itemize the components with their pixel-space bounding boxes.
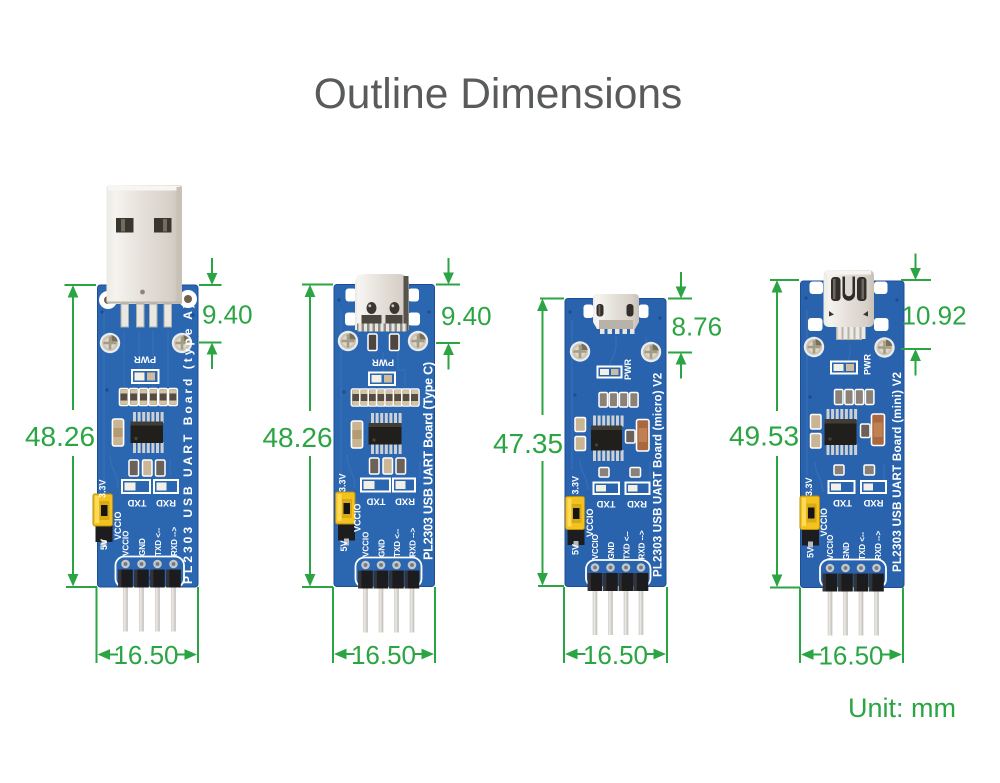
svg-text:VCCIO: VCCIO <box>362 532 371 557</box>
svg-text:RXD -->: RXD --> <box>874 531 883 560</box>
svg-text:Outline Dimensions: Outline Dimensions <box>314 71 683 118</box>
svg-text:RXD: RXD <box>156 497 176 508</box>
svg-text:16.50: 16.50 <box>113 640 178 670</box>
svg-text:3.3V: 3.3V <box>98 479 108 498</box>
svg-text:PWR: PWR <box>372 357 394 368</box>
svg-text:RXD: RXD <box>863 497 883 508</box>
svg-text:49.53: 49.53 <box>729 421 799 452</box>
svg-text:Unit: mm: Unit: mm <box>848 693 956 723</box>
svg-text:TXD: TXD <box>127 497 146 508</box>
svg-text:5V: 5V <box>571 544 581 555</box>
svg-text:16.50: 16.50 <box>351 640 416 670</box>
svg-text:5V: 5V <box>806 547 816 558</box>
svg-text:PL2303 USB UART Board (type A): PL2303 USB UART Board (type A) <box>181 301 195 584</box>
svg-text:PL2303 USB UART Board (micro): PL2303 USB UART Board (micro) V2 <box>653 373 665 578</box>
svg-text:RXD: RXD <box>627 498 647 509</box>
svg-text:VCCIO: VCCIO <box>826 535 835 560</box>
svg-text:PWR: PWR <box>134 354 156 365</box>
svg-text:VCCIO: VCCIO <box>585 508 595 537</box>
svg-text:16.50: 16.50 <box>818 641 883 671</box>
svg-text:PWR: PWR <box>863 354 873 375</box>
svg-text:9.40: 9.40 <box>202 300 253 330</box>
svg-text:PWR: PWR <box>623 359 633 380</box>
svg-text:RXD -->: RXD --> <box>638 530 647 559</box>
svg-text:RXD: RXD <box>395 496 415 507</box>
svg-text:3.3V: 3.3V <box>571 476 581 495</box>
svg-text:TXD <--: TXD <-- <box>154 527 163 556</box>
svg-text:GND: GND <box>607 542 616 560</box>
svg-text:GND: GND <box>842 542 851 560</box>
svg-text:TXD: TXD <box>833 497 852 508</box>
svg-text:8.76: 8.76 <box>672 312 723 342</box>
svg-text:10.92: 10.92 <box>902 301 967 331</box>
svg-text:3.3V: 3.3V <box>338 473 348 492</box>
svg-text:VCCIO: VCCIO <box>113 511 123 540</box>
svg-text:TXD <--: TXD <-- <box>393 528 402 557</box>
svg-text:5V: 5V <box>339 540 349 551</box>
svg-text:TXD <--: TXD <-- <box>858 531 867 560</box>
svg-text:16.50: 16.50 <box>583 640 648 670</box>
svg-text:TXD <--: TXD <-- <box>623 531 632 560</box>
svg-text:RXD -->: RXD --> <box>170 527 179 556</box>
svg-text:TXD: TXD <box>366 496 385 507</box>
svg-text:48.26: 48.26 <box>262 422 332 453</box>
svg-text:5V: 5V <box>99 539 109 550</box>
svg-text:48.26: 48.26 <box>25 421 95 452</box>
svg-text:PL2303 USB UART Board (mini) V: PL2303 USB UART Board (mini) V2 <box>892 372 904 572</box>
svg-text:VCCIO: VCCIO <box>819 508 829 537</box>
svg-text:VCCIO: VCCIO <box>591 534 600 559</box>
svg-text:VCCIO: VCCIO <box>353 503 363 532</box>
svg-text:VCCIO: VCCIO <box>122 531 131 556</box>
svg-text:GND: GND <box>138 538 147 556</box>
svg-text:3.3V: 3.3V <box>804 477 814 496</box>
svg-text:9.40: 9.40 <box>441 301 492 331</box>
svg-text:GND: GND <box>378 539 387 557</box>
svg-text:47.35: 47.35 <box>493 428 563 459</box>
svg-text:PL2303 USB UART Board (Type C): PL2303 USB UART Board (Type C) <box>422 362 436 560</box>
svg-text:TXD: TXD <box>596 498 615 509</box>
svg-text:RXD -->: RXD --> <box>409 528 418 557</box>
